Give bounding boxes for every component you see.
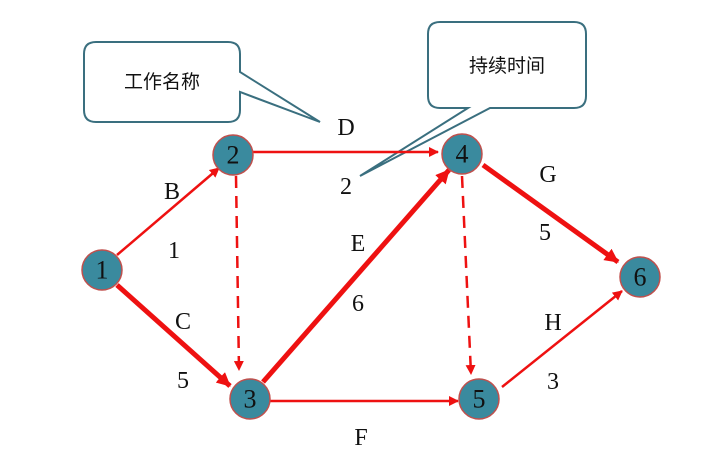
edge-1-2	[116, 167, 220, 256]
activity-duration-H: 3	[547, 369, 559, 395]
node-3-label: 3	[244, 385, 257, 414]
activity-duration-B: 1	[168, 238, 180, 264]
callout-activity-name-box	[83, 41, 321, 123]
node-6-label: 6	[634, 263, 647, 292]
edge-4-5-dummy	[460, 175, 476, 375]
activity-name-H: H	[544, 310, 561, 336]
node-5: 5	[458, 378, 500, 420]
activity-duration-D: 2	[340, 174, 352, 200]
node-2-label: 2	[227, 141, 240, 170]
activity-duration-C: 5	[177, 368, 189, 394]
nodes: 1 2 3 4 5 6	[81, 133, 661, 420]
node-1-label: 1	[96, 256, 109, 285]
activity-duration-G: 5	[539, 220, 551, 246]
edges	[115, 147, 623, 406]
activity-name-E: E	[351, 231, 366, 257]
node-2: 2	[212, 134, 254, 176]
activity-name-B: B	[164, 179, 180, 205]
activity-name-G: G	[539, 162, 556, 188]
node-3: 3	[229, 378, 271, 420]
activity-name-F: F	[354, 425, 367, 451]
callout-activity-name-text: 工作名称	[124, 71, 200, 93]
activity-duration-E: 6	[352, 291, 364, 317]
node-6: 6	[619, 256, 661, 298]
callout-duration-text: 持续时间	[469, 55, 545, 77]
edge-5-6	[501, 290, 623, 388]
node-1: 1	[81, 249, 123, 291]
activity-name-D: D	[337, 115, 354, 141]
node-4: 4	[441, 133, 483, 175]
edge-3-4	[261, 168, 451, 384]
edge-labels: B 1 C 5 D 2 E 6 F G 5 H 3	[164, 115, 562, 451]
callout-duration: 持续时间	[359, 21, 587, 177]
node-4-label: 4	[456, 140, 469, 169]
activity-name-C: C	[175, 309, 191, 335]
edge-2-3-dummy	[233, 175, 244, 371]
node-5-label: 5	[473, 385, 486, 414]
edge-1-3	[115, 283, 232, 388]
edge-4-6	[481, 162, 620, 265]
callout-activity-name: 工作名称	[83, 41, 321, 123]
callout-duration-box	[359, 21, 587, 177]
